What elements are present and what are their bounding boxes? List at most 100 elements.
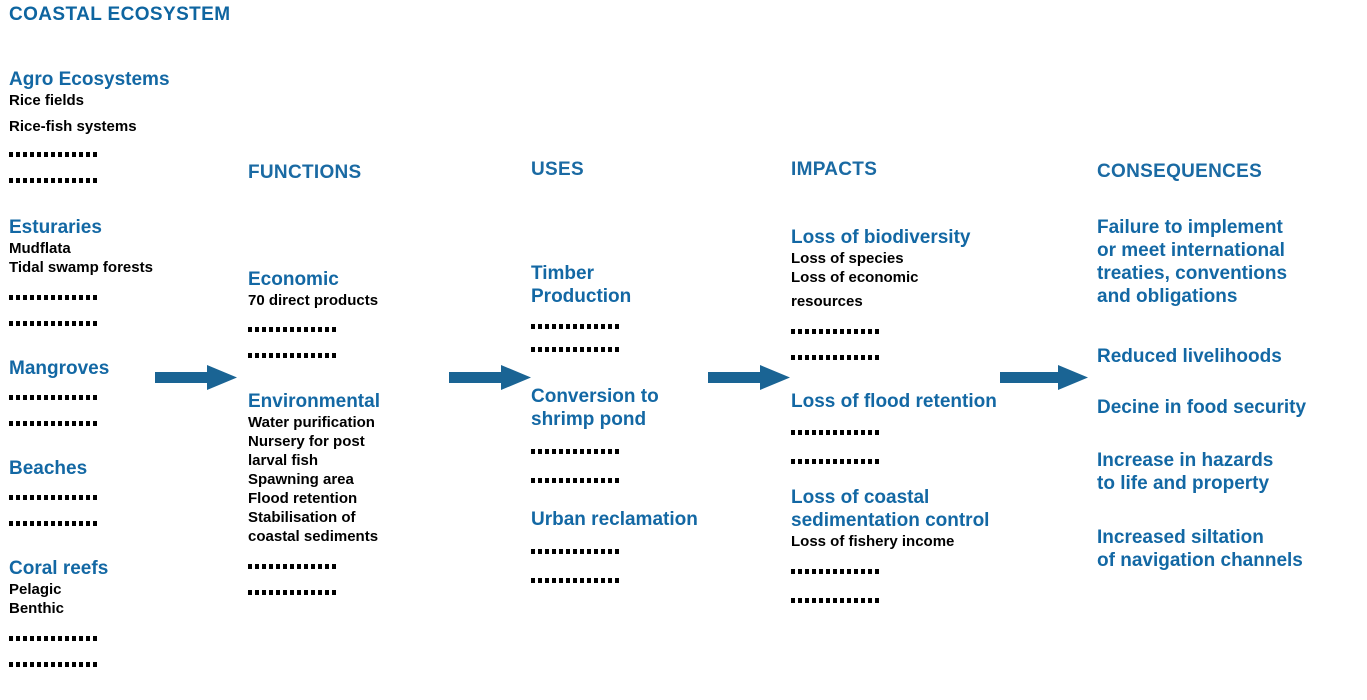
- dotted-line: [531, 549, 622, 555]
- dotted-line: [531, 347, 622, 353]
- use-heading-shrimp-line2: shrimp pond: [531, 409, 647, 430]
- dotted-placeholder-row: [248, 321, 378, 339]
- ecosystem-item: Tidal swamp forests: [9, 259, 153, 276]
- impact-heading-biodiversity: Loss of biodiversity: [791, 227, 971, 248]
- function-item: Water purification: [248, 414, 375, 431]
- dotted-line: [9, 321, 100, 327]
- flow-arrow-4: [1000, 365, 1088, 391]
- dotted-placeholder-row: [9, 146, 170, 164]
- flow-arrow-1: [155, 365, 237, 391]
- ecosystem-item: Rice-fish systems: [9, 118, 137, 135]
- dotted-line: [248, 353, 339, 359]
- consequence-line: to life and property: [1097, 473, 1270, 494]
- flow-arrow-2: [449, 365, 531, 391]
- dotted-placeholder-row: [9, 289, 153, 307]
- dotted-line: [9, 152, 100, 158]
- function-item: Stabilisation of: [248, 509, 356, 526]
- consequence-item-1: Failure to implement or meet internation…: [1097, 216, 1287, 308]
- dotted-line: [9, 495, 100, 501]
- consequence-item-4: Increase in hazards to life and property: [1097, 449, 1273, 495]
- dotted-line: [9, 636, 100, 642]
- flow-arrow-3: [708, 365, 790, 391]
- dotted-line: [531, 449, 622, 455]
- function-heading-environmental: Environmental: [248, 391, 380, 412]
- dotted-line: [531, 478, 622, 484]
- ecosystem-item: Pelagic: [9, 581, 62, 598]
- dotted-placeholder-row: [248, 584, 380, 602]
- impact-heading-sedimentation-line2: sedimentation control: [791, 510, 990, 531]
- use-group-shrimp: Conversion to shrimp pond: [531, 385, 659, 490]
- dotted-line: [9, 395, 100, 401]
- function-heading-economic: Economic: [248, 269, 339, 290]
- consequence-line: or meet international: [1097, 240, 1285, 261]
- arrow-right-icon: [155, 365, 237, 390]
- ecosystem-heading-agro: Agro Ecosystems: [9, 69, 170, 90]
- ecosystem-group-mangroves: Mangroves: [9, 357, 109, 433]
- dotted-line: [531, 324, 622, 330]
- dotted-placeholder-row: [9, 489, 100, 507]
- dotted-placeholder-row: [9, 389, 109, 407]
- impact-heading-sedimentation-line1: Loss of coastal: [791, 487, 930, 508]
- consequence-line: Failure to implement: [1097, 217, 1283, 238]
- use-heading-timber-line1: Timber: [531, 263, 595, 284]
- dotted-placeholder-row: [9, 315, 153, 333]
- function-item: Spawning area: [248, 471, 354, 488]
- dotted-placeholder-row: [791, 323, 970, 341]
- impact-group-flood: Loss of flood retention: [791, 390, 997, 471]
- dotted-placeholder-row: [248, 347, 378, 365]
- function-group-economic: Economic 70 direct products: [248, 268, 378, 365]
- consequence-item-2: Reduced livelihoods: [1097, 345, 1282, 368]
- dotted-line: [791, 569, 882, 575]
- use-heading-timber-line2: Production: [531, 286, 632, 307]
- consequence-line: Decine in food security: [1097, 397, 1307, 418]
- arrow-right-icon: [1000, 365, 1088, 390]
- dotted-line: [9, 662, 100, 668]
- dotted-line: [531, 578, 622, 584]
- dotted-placeholder-row: [791, 349, 970, 367]
- impact-heading-flood: Loss of flood retention: [791, 391, 997, 412]
- page-title: COASTAL ECOSYSTEM: [9, 4, 231, 25]
- dotted-placeholder-row: [791, 592, 989, 610]
- ecosystem-group-estuaries: Esturaries Mudflata Tidal swamp forests: [9, 216, 153, 333]
- column-header-impacts: IMPACTS: [791, 159, 878, 180]
- dotted-placeholder-row: [9, 515, 100, 533]
- dotted-line: [248, 590, 339, 596]
- arrow-right-icon: [708, 365, 790, 390]
- impact-item: Loss of economic: [791, 269, 919, 286]
- use-group-timber: Timber Production: [531, 262, 631, 359]
- use-heading-urban: Urban reclamation: [531, 509, 698, 530]
- use-group-urban: Urban reclamation: [531, 508, 698, 590]
- consequence-item-5: Increased siltation of navigation channe…: [1097, 526, 1303, 572]
- ecosystem-item: Rice fields: [9, 92, 85, 109]
- consequence-line: treaties, conventions: [1097, 263, 1288, 284]
- dotted-line: [248, 327, 339, 333]
- function-item: 70 direct products: [248, 292, 379, 309]
- function-item: Nursery for post: [248, 433, 365, 450]
- dotted-placeholder-row: [531, 543, 698, 561]
- column-header-consequences: CONSEQUENCES: [1097, 161, 1263, 182]
- dotted-line: [791, 355, 882, 361]
- dotted-placeholder-row: [9, 415, 109, 433]
- impact-group-sedimentation: Loss of coastal sedimentation control Lo…: [791, 486, 989, 610]
- dotted-line: [791, 459, 882, 465]
- ecosystem-heading-beaches: Beaches: [9, 458, 88, 479]
- impact-item: Loss of species: [791, 250, 904, 267]
- impact-group-biodiversity: Loss of biodiversity Loss of species Los…: [791, 226, 970, 367]
- consequence-line: Reduced livelihoods: [1097, 346, 1282, 367]
- impact-item: resources: [791, 293, 863, 310]
- consequence-line: Increased siltation: [1097, 527, 1264, 548]
- dotted-placeholder-row: [531, 318, 631, 336]
- dotted-line: [248, 564, 339, 570]
- column-header-uses: USES: [531, 159, 584, 180]
- ecosystem-item: Benthic: [9, 600, 65, 617]
- consequence-item-3: Decine in food security: [1097, 396, 1306, 419]
- dotted-line: [9, 421, 100, 427]
- function-item: coastal sediments: [248, 528, 379, 545]
- ecosystem-item: Mudflata: [9, 240, 71, 257]
- impact-item: Loss of fishery income: [791, 533, 955, 550]
- dotted-line: [791, 430, 882, 436]
- function-group-environmental: Environmental Water purification Nursery…: [248, 390, 380, 602]
- ecosystem-heading-coral: Coral reefs: [9, 558, 109, 579]
- consequence-line: and obligations: [1097, 286, 1238, 307]
